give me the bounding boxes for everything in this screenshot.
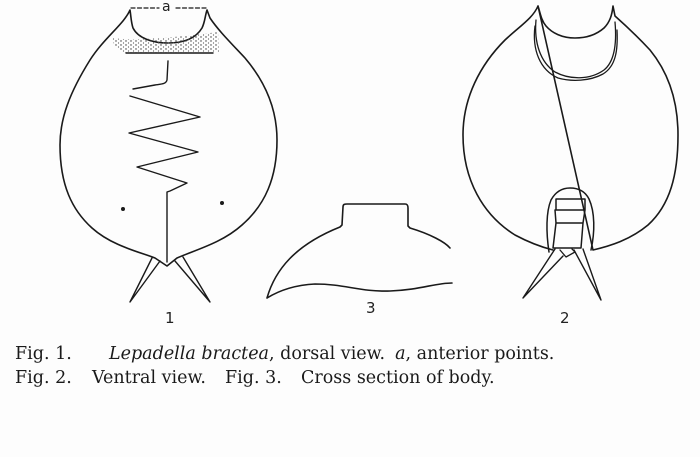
fig-1-spine-right: [174, 256, 211, 303]
fig-1-spine-left: [129, 257, 161, 303]
fig-2-ventral-view: [462, 5, 679, 301]
fig-1-dot-right: [220, 201, 224, 205]
fig-2-foot-segments: [552, 198, 586, 249]
caption-annotation-text: , anterior points.: [405, 344, 555, 364]
fig-2-spine-left: [522, 248, 564, 299]
fig-1-median-zigzag: [128, 60, 201, 263]
caption-fig2-label: Fig. 2.: [15, 368, 72, 388]
fig-2-collar-inner-line-1: [534, 19, 617, 79]
caption-species-name: Lepadella bractea: [109, 344, 269, 364]
fig-3-number: 3: [366, 299, 376, 317]
fig-2-spine-right: [573, 248, 602, 301]
fig-3-cross-section: [266, 203, 453, 299]
fig-1-dot-left: [121, 207, 125, 211]
fig-2-foot-pouch: [546, 187, 595, 253]
fig-1-number: 1: [165, 309, 175, 327]
caption-annotation-letter: a: [395, 344, 406, 364]
caption-line-2: Fig. 2. Ventral view. Fig. 3. Cross section…: [15, 368, 495, 388]
fig-1-stippled-band: [112, 32, 219, 53]
caption-fig2-text: Ventral view.: [92, 368, 206, 388]
fig-1-dorsal-view: [59, 7, 278, 303]
fig-2-lorica-outline: [462, 5, 679, 251]
caption-dorsal-view: , dorsal view.: [269, 344, 386, 364]
fig-2-number: 2: [560, 309, 570, 327]
caption-fig3-label: Fig. 3.: [225, 368, 282, 388]
caption-fig1-label: Fig. 1.: [15, 344, 72, 364]
fig-2-collar-inner-line-2: [533, 25, 618, 81]
fig-3-outline: [266, 203, 453, 299]
caption-line-1: Fig. 1. Lepadella bractea, dorsal view. a,…: [15, 344, 555, 364]
fig-1-anterior-label: a: [162, 0, 171, 15]
figure-plate: [59, 5, 679, 303]
caption-fig3-text: Cross section of body.: [301, 368, 495, 388]
